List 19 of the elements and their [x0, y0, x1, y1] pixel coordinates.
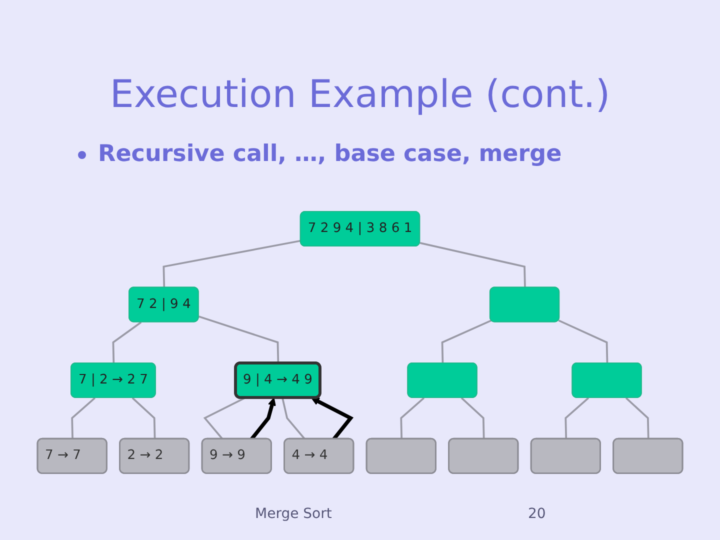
connector [441, 319, 492, 364]
connector [71, 396, 96, 439]
bullet-text: Recursive call, …, base case, merge [98, 141, 562, 167]
connector [198, 315, 280, 364]
connector [112, 321, 142, 364]
connector [625, 396, 650, 439]
connector [162, 239, 301, 288]
connector [558, 319, 608, 364]
connector [420, 242, 526, 288]
page-number: 20 [528, 506, 546, 522]
arrow [250, 397, 276, 440]
connector [282, 397, 306, 440]
connector [400, 396, 425, 439]
slide-title: Execution Example (cont.) [108, 72, 612, 116]
arrow [311, 397, 354, 440]
connector [564, 396, 590, 439]
connector [132, 396, 156, 439]
connector [460, 396, 485, 439]
footer-text: Merge Sort [255, 506, 332, 522]
